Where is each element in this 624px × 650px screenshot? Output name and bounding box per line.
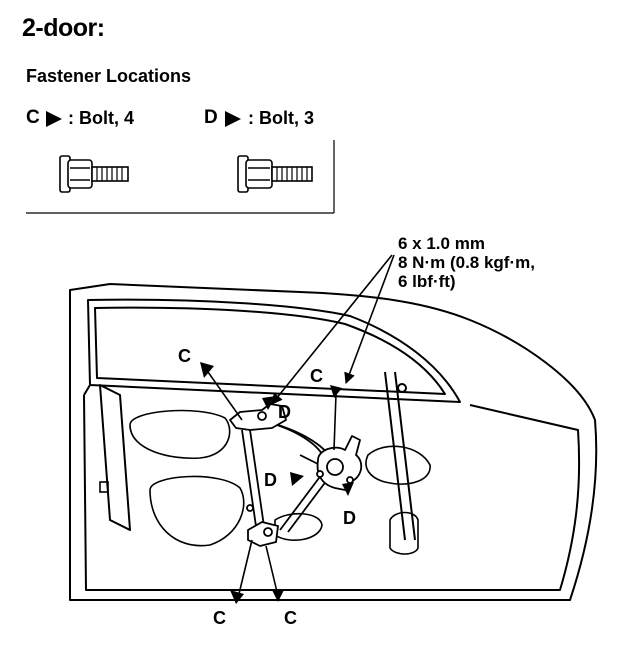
- callout-labels: C C C C D D D: [178, 346, 356, 628]
- legend-arrow-d-icon: [225, 111, 241, 127]
- spec-line-2: 8 N·m (0.8 kgf·m,: [398, 253, 535, 272]
- arrow-c3: [230, 590, 244, 604]
- section-subtitle: Fastener Locations: [26, 66, 192, 86]
- arrow-c1: [200, 362, 214, 378]
- arrow-d2: [290, 472, 304, 486]
- window-regulator: [229, 403, 363, 547]
- legend-letter-d: D: [204, 107, 218, 128]
- spec-line-3: 6 lbf·ft): [398, 272, 456, 291]
- legend-letter-c: C: [26, 107, 40, 128]
- legend-desc-c: : Bolt, 4: [68, 108, 134, 128]
- bolt-c-icon: [59, 155, 129, 193]
- legend-frame: [26, 140, 335, 214]
- bolt-d-icon: [237, 155, 313, 193]
- legend-arrow-c-icon: [46, 111, 62, 127]
- callout-c3: C: [213, 608, 226, 628]
- spec-line-1: 6 x 1.0 mm: [398, 234, 485, 253]
- arrow-c2: [330, 385, 342, 398]
- panel-holes: [99, 409, 431, 555]
- page-title: 2-door:: [22, 14, 105, 42]
- callout-c2: C: [310, 366, 323, 386]
- torque-spec: 6 x 1.0 mm 8 N·m (0.8 kgf·m, 6 lbf·ft): [398, 234, 535, 291]
- door-outline: [69, 283, 598, 601]
- callout-d3: D: [343, 508, 356, 528]
- callout-c1: C: [178, 346, 191, 366]
- legend-desc-d: : Bolt, 3: [248, 108, 314, 128]
- callout-d1: D: [278, 402, 291, 422]
- leader-lines: [207, 254, 395, 599]
- arrow-d3: [342, 482, 354, 496]
- callout-d2: D: [264, 470, 277, 490]
- callout-c4: C: [284, 608, 297, 628]
